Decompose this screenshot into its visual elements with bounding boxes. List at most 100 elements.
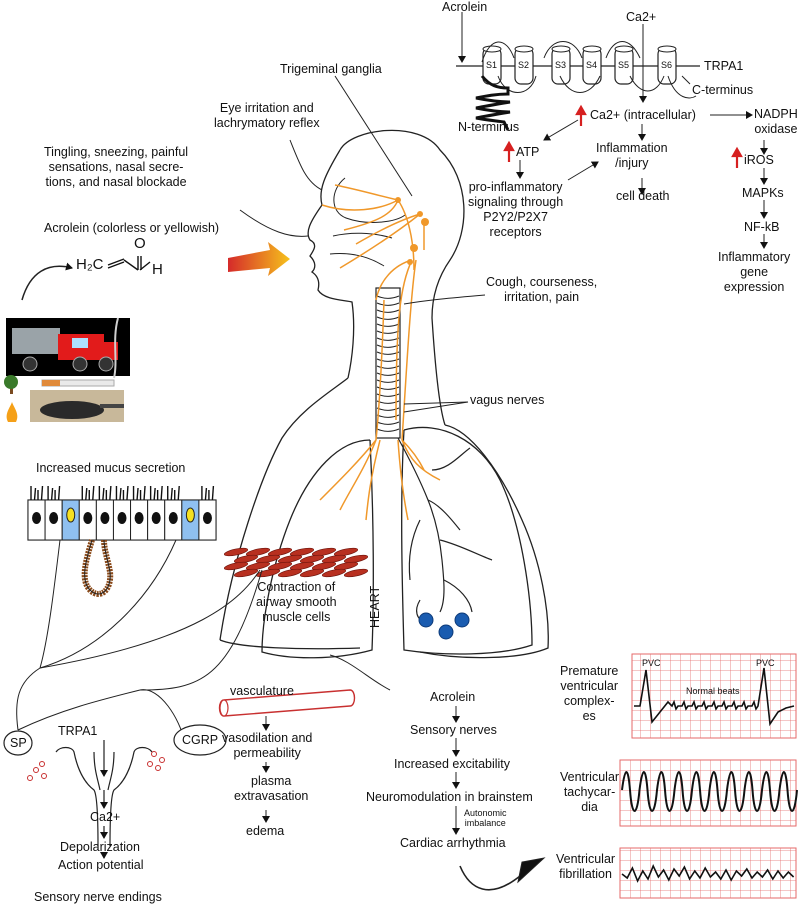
trigeminal-label: Trigeminal ganglia: [280, 62, 382, 76]
formula-o: O: [134, 235, 146, 252]
segment-label-s3: S3: [555, 60, 567, 70]
trpa1-label: TRPA1: [704, 59, 744, 73]
sensory-nerves: [319, 184, 441, 521]
pathway-arrows: [516, 111, 768, 249]
trpa1-channel: [456, 12, 700, 131]
ciliated-cell: [112, 485, 132, 541]
action-potential-label: Action potential: [58, 858, 144, 872]
segment-label-s6: S6: [661, 60, 673, 70]
mucus-label: Increased mucus secretion: [36, 461, 186, 475]
alveoli-cluster: [416, 599, 470, 640]
trpa1-segment-s2: [514, 45, 534, 85]
pro-inflammatory-label: pro-inflammatory signaling through P2Y2/…: [468, 180, 564, 239]
nerve-ganglia: [395, 197, 429, 265]
eye-irritation-label: Eye irritation and lachrymatory reflex: [214, 101, 320, 130]
pvc1-label: PVC: [642, 658, 661, 668]
formula-h2c: H₂C: [76, 256, 104, 273]
trpa1-segment-s5: [614, 45, 634, 85]
wildfire-tree-icon: [4, 375, 18, 422]
pvc-panel-label: Premature ventricular complex- es: [560, 664, 619, 723]
vasculature-label: vasculature: [230, 684, 294, 698]
sensory-nerve-endings-caption: Sensory nerve endings: [34, 890, 162, 904]
goblet-cell: [181, 499, 200, 541]
ciliated-cell: [95, 485, 114, 541]
sp-bubble: [3, 730, 33, 756]
c-terminus-label: C-terminus: [692, 83, 754, 97]
increase-arrow-icon: [503, 104, 743, 168]
leader-lines: [239, 75, 486, 691]
bronchial-tree: [397, 437, 493, 613]
airway-smooth-muscle-cells: [223, 547, 369, 578]
increased-excitability-label: Increased excitability: [394, 757, 511, 771]
cigarette-image: [41, 317, 119, 387]
gene-expression-label: Inflammatory gene expression: [718, 250, 791, 294]
airway-epithelium: [27, 485, 217, 597]
cough-label: Cough, courseness, irritation, pain: [486, 275, 598, 304]
formula-h: H: [152, 261, 163, 278]
cardiac-arrows: [452, 706, 546, 891]
ros-label: iROS: [744, 153, 774, 167]
vt-panel-label: Ventricular tachycar- dia: [560, 770, 620, 814]
cooking-pan-image: [30, 390, 124, 422]
acrolein-top-label: Acrolein: [442, 0, 488, 14]
nasal-symptoms-label: Tingling, sneezing, painful sensations, …: [44, 145, 189, 189]
cgrp-label: CGRP: [182, 733, 219, 747]
ca-top-label: Ca2+: [626, 10, 657, 24]
neuromodulation-label: Neuromodulation in brainstem: [366, 790, 533, 804]
ciliated-cell: [198, 485, 217, 541]
ca-ending-label: Ca2+: [90, 810, 121, 824]
cell-death-label: cell death: [616, 189, 670, 203]
submucosal-gland: [81, 539, 114, 597]
nadph-oxidase-label: NADPH oxidase: [754, 107, 798, 136]
segment-label-s4: S4: [586, 60, 598, 70]
ciliated-cell: [164, 485, 183, 541]
edema-label: edema: [246, 824, 285, 838]
n-terminus-ankyrin-icon: [475, 75, 511, 131]
ecg-pvc-panel: [631, 653, 797, 739]
heart-label: HEART: [368, 585, 382, 628]
ciliated-cell: [130, 485, 149, 541]
ciliated-cell: [147, 485, 166, 541]
n-terminus-label: N-terminus: [458, 120, 520, 134]
trpa1-ending-label: TRPA1: [58, 724, 98, 738]
plasma-extravasation-label: plasma extravasation: [234, 774, 309, 803]
cgrp-bubble: [173, 724, 227, 756]
pvc2-label: PVC: [756, 658, 775, 668]
ciliated-cell: [44, 485, 63, 541]
blood-vessel-icon: [218, 689, 356, 717]
segment-label-s1: S1: [486, 60, 498, 70]
goblet-cell: [61, 499, 80, 541]
cardiac-acrolein-label: Acrolein: [430, 690, 476, 704]
exposure-arrow-icon: [228, 242, 290, 276]
depolarization-label: Depolarization: [60, 840, 140, 854]
source-arrow-icon: [21, 262, 73, 301]
smooth-muscle-label: Contraction of airway smooth muscle cell…: [256, 580, 337, 624]
ciliated-cell: [27, 485, 46, 541]
acrolein-source-label: Acrolein (colorless or yellowish): [44, 221, 220, 235]
vagus-nerves-label: vagus nerves: [470, 393, 545, 407]
ciliated-cell: [78, 485, 97, 541]
vasodilation-label: vasodilation and permeability: [222, 731, 313, 760]
trpa1-segment-s3: [551, 45, 571, 85]
segment-label-s5: S5: [618, 60, 630, 70]
sp-label: SP: [10, 736, 27, 750]
nfkb-label: NF-kB: [744, 220, 780, 234]
trpa1-segment-s6: [657, 45, 677, 85]
ecg-vt-panel: [619, 759, 798, 827]
atp-label: ATP: [516, 145, 540, 159]
diesel-truck-image: [6, 318, 130, 376]
ca-intracellular-label: Ca2+ (intracellular): [590, 108, 696, 122]
acrolein-structure: [107, 256, 151, 271]
trpa1-segment-s4: [582, 45, 602, 85]
ecg-vf-panel: [619, 847, 797, 899]
body-outline: [219, 129, 549, 659]
neuropeptide-vesicles: [27, 751, 165, 781]
nerve-ending-synapse: [55, 740, 153, 859]
sensory-nerve-fibers: [16, 539, 263, 741]
sensory-nerves-label: Sensory nerves: [410, 723, 497, 737]
vf-panel-label: Ventricular fibrillation: [556, 852, 616, 881]
autonomic-imbalance-label: Autonomic imbalance: [464, 808, 507, 828]
inflammation-label: Inflammation /injury: [596, 141, 668, 170]
normal-beats-label: Normal beats: [686, 686, 740, 696]
